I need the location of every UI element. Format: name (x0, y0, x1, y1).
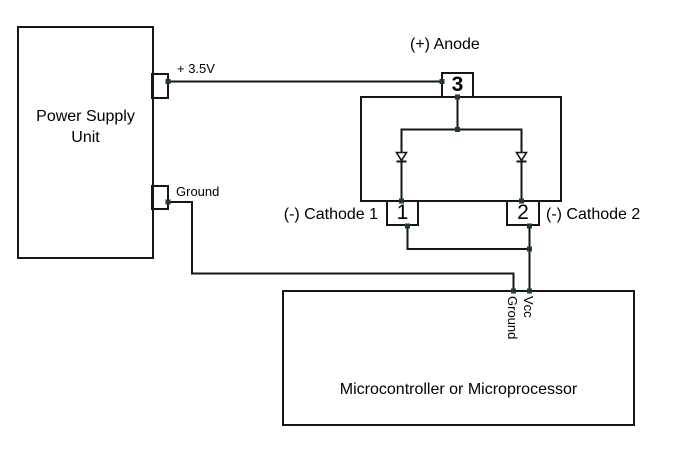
power-supply-unit-box (17, 26, 154, 259)
led-pin3-label: 3 (451, 73, 464, 96)
psu-terminal-v35 (151, 73, 169, 99)
led-pin1-box: 1 (386, 200, 419, 226)
cathode2-label: (-) Cathode 2 (546, 206, 641, 223)
psu-terminal-v35-label: + 3.5V (177, 61, 215, 76)
anode-label: (+) Anode (410, 36, 480, 53)
led-pin2-label: 2 (517, 201, 529, 224)
microcontroller-label: Microcontroller or Microprocessor (339, 381, 578, 398)
micro-pin-vcc-label: Vcc (521, 296, 536, 318)
psu-terminal-ground (151, 185, 169, 210)
power-supply-unit-label: Power Supply Unit (17, 106, 154, 148)
wire-cathode1 (406, 226, 530, 250)
power-supply-unit-label-line2: Unit (71, 129, 100, 146)
led-package-box (360, 96, 562, 202)
cathode1-label: (-) Cathode 1 (283, 206, 378, 223)
psu-terminal-ground-label: Ground (176, 184, 220, 199)
micro-pin-ground-label: Ground (505, 296, 520, 340)
led-pin1-label: 1 (396, 201, 409, 224)
microcontroller-box (282, 290, 635, 426)
led-pin2-box: 2 (506, 200, 540, 226)
power-supply-unit-label-line1: Power Supply (36, 108, 135, 125)
led-pin3-box: 3 (441, 72, 474, 98)
